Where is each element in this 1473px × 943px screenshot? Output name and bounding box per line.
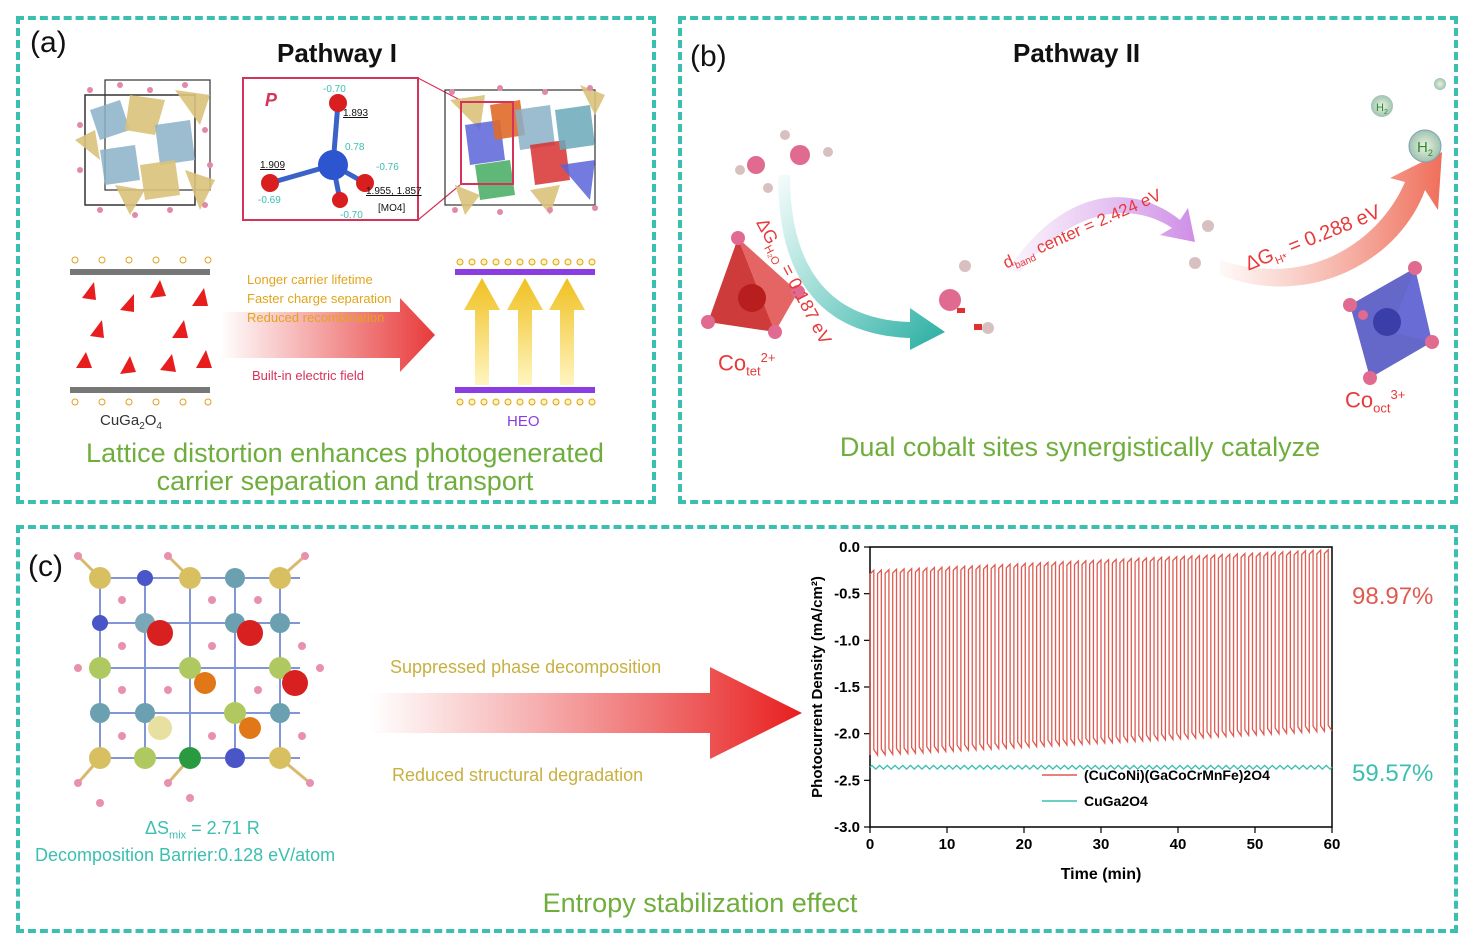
- left-material-label: CuGa2O4: [100, 412, 162, 432]
- entropy-label: ΔSmix = 2.71 R: [145, 818, 260, 842]
- panel-a-caption-1: Lattice distortion enhances photogenerat…: [86, 438, 604, 468]
- right-material-label: HEO: [507, 413, 540, 430]
- legend-label-cuga: CuGa2O4: [1084, 793, 1148, 809]
- co-oct-label: Cooct3+: [1345, 387, 1406, 416]
- cuga2o4-crystal: [75, 79, 215, 218]
- panel-b-tag: (b): [690, 40, 727, 73]
- x-tick-label: 0: [866, 836, 874, 853]
- x-tick-label: 20: [1016, 836, 1033, 853]
- panel-b-title: Pathway II: [1013, 38, 1141, 68]
- y-tick-label: -1.0: [834, 632, 860, 649]
- salmon-arrow: [1220, 152, 1442, 287]
- series-cuga-line: [869, 764, 1333, 771]
- effect-3: Reduced recombination: [247, 310, 385, 325]
- pct-heo: 98.97%: [1352, 583, 1434, 610]
- heo-crystal: [444, 85, 605, 215]
- transition-arrow: [220, 298, 435, 372]
- bond-length-left: 1.909: [260, 160, 285, 171]
- x-tick-label: 10: [939, 836, 956, 853]
- x-tick-label: 30: [1093, 836, 1110, 853]
- teal-arrow: [778, 175, 945, 350]
- effect-2: Faster charge separation: [247, 291, 392, 306]
- charge-top: -0.70: [323, 84, 346, 95]
- adsorbed-intermediate: [939, 260, 994, 334]
- panel-a-caption-2: carrier separation and transport: [156, 466, 534, 496]
- co-oct-octahedron: [1343, 261, 1439, 385]
- effect-1: Longer carrier lifetime: [247, 272, 373, 287]
- reduced-degradation-text: Reduced structural degradation: [392, 765, 644, 785]
- h2-bubbles: H2 H2: [1371, 78, 1446, 163]
- purple-arrow: [1008, 197, 1195, 272]
- scattered-carrier-arrows: [76, 280, 212, 374]
- charge-center: 0.78: [345, 142, 365, 153]
- panel-a: [16, 16, 656, 504]
- x-tick-label: 60: [1324, 836, 1341, 853]
- h2-label-small: H2: [1376, 102, 1388, 116]
- directed-carrier-arrows: [464, 278, 585, 385]
- mo4-label: [MO4]: [378, 203, 405, 214]
- charge-bottom: -0.70: [340, 210, 363, 221]
- y-tick-label: -2.0: [834, 726, 860, 743]
- panel-b-scheme: H2 H2: [701, 78, 1446, 385]
- panel-c: [16, 525, 1458, 933]
- y-tick-label: -2.5: [834, 772, 860, 789]
- co-tet-label: Cotet2+: [718, 350, 776, 379]
- panel-a-structures: P -0.70 0.78 -0.76 -0.69 -0.70 1.893 1.9…: [75, 77, 605, 221]
- y-tick-label: -1.5: [834, 679, 860, 696]
- panel-b: [678, 16, 1458, 504]
- series-heo-line: [869, 548, 1333, 758]
- x-axis-label: Time (min): [1061, 866, 1142, 883]
- barrier-label: Decomposition Barrier:0.128 eV/atom: [35, 845, 336, 865]
- panel-b-caption: Dual cobalt sites synergistically cataly…: [839, 432, 1321, 462]
- legend-label-heo: (CuCoNi)(GaCoCrMnFe)2O4: [1084, 767, 1270, 783]
- panel-c-arrow: [370, 667, 802, 759]
- pct-cuga: 59.57%: [1352, 760, 1434, 787]
- x-tick-label: 40: [1170, 836, 1187, 853]
- y-tick-label: -3.0: [834, 819, 860, 836]
- water-molecules: [735, 130, 833, 193]
- bond-length-top: 1.893: [343, 108, 368, 119]
- y-axis-label: Photocurrent Density (mA/cm²): [809, 576, 826, 798]
- y-tick-label: 0.0: [839, 539, 860, 556]
- panel-a-tag: (a): [30, 26, 67, 59]
- panel-c-caption: Entropy stabilization effect: [542, 888, 858, 918]
- photocurrent-chart: 0 10 20 30 40 50 60 0.0 -0.5 -1.0 -1.5 -2.0 -2.5 -3.0…: [809, 539, 1341, 883]
- band-diagram: [70, 256, 596, 406]
- co-tet-tetrahedron: [701, 231, 805, 339]
- panel-a-title: Pathway I: [277, 38, 397, 68]
- charge-right: -0.76: [376, 162, 399, 173]
- field-label: Built-in electric field: [252, 368, 364, 383]
- y-tick-label: -0.5: [834, 586, 860, 603]
- bond-length-right: 1.955, 1.857: [366, 186, 422, 197]
- x-tick-label: 50: [1247, 836, 1264, 853]
- mo4-tetrahedron: [261, 94, 374, 208]
- charge-left: -0.69: [258, 195, 281, 206]
- panel-c-tag: (c): [28, 550, 63, 583]
- suppressed-decomposition-text: Suppressed phase decomposition: [390, 657, 662, 677]
- heo-lattice: [74, 552, 324, 807]
- bond-label-p: P: [265, 90, 278, 110]
